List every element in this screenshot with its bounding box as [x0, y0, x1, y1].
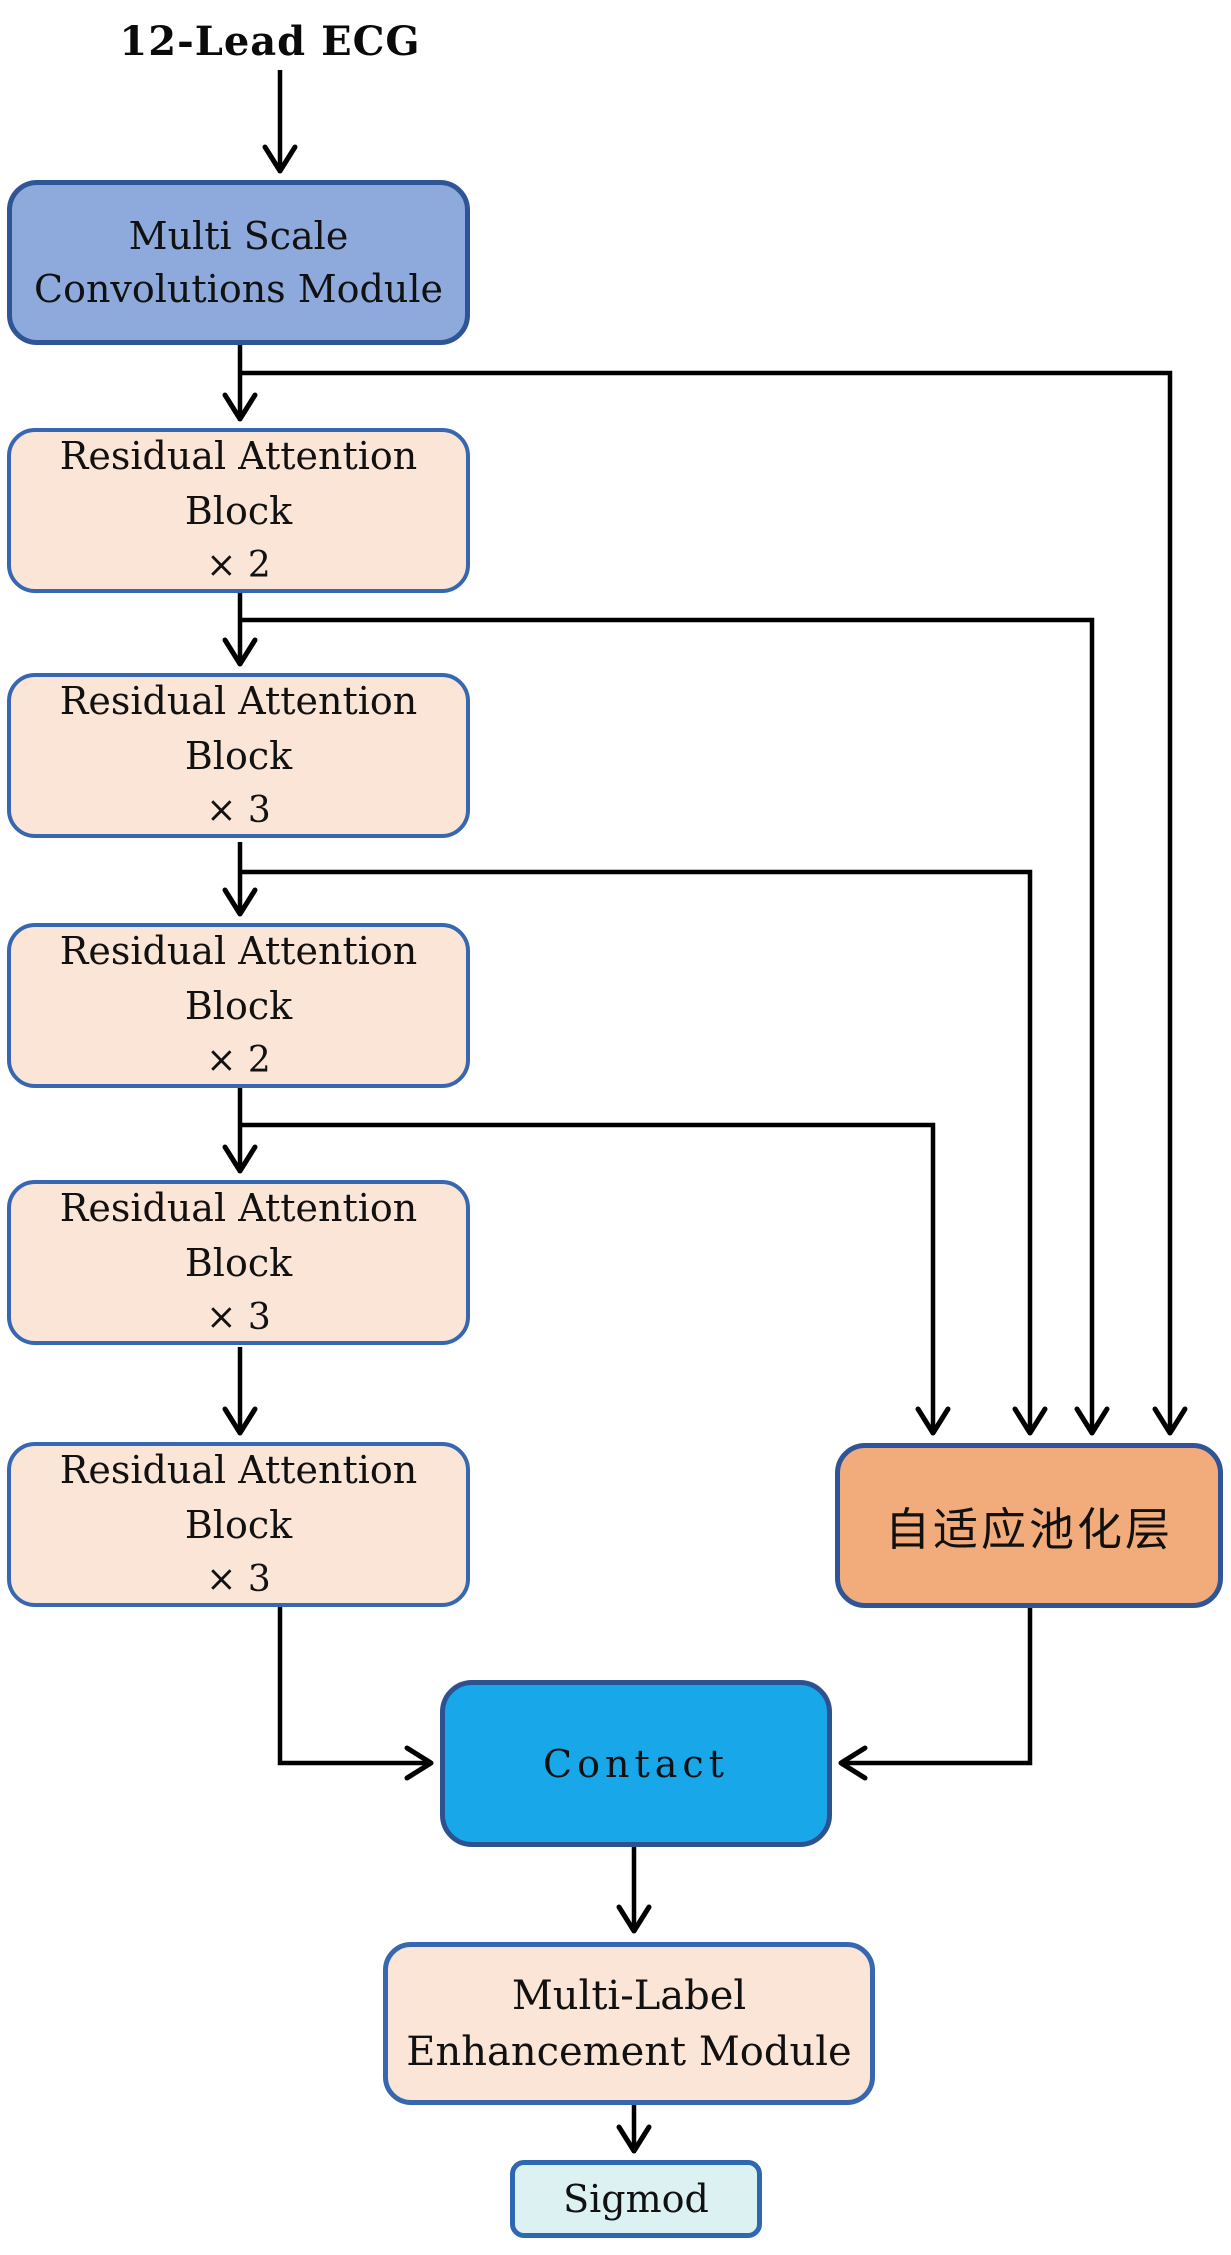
residual-attention-block-2-multiplier: × 3 [206, 789, 271, 831]
residual-attention-block-3-node: Residual Attention Block × 2 [7, 923, 470, 1088]
multi-label-enhancement-module-node: Multi-Label Enhancement Module [383, 1942, 875, 2105]
adaptive-pooling-layer-node: 自适应池化层 [835, 1443, 1223, 1608]
residual-attention-block-2-title: Residual Attention Block [59, 679, 418, 779]
residual-attention-block-4-multiplier: × 3 [206, 1296, 271, 1338]
multi-label-module-label-line1: Multi-Label [511, 1972, 747, 2019]
residual-attention-block-5-node: Residual Attention Block × 3 [7, 1442, 470, 1607]
skip-rab2-to-pooling [240, 869, 1048, 1436]
residual-attention-block-3-multiplier: × 2 [206, 1039, 271, 1081]
arrow-pooling-to-contact [838, 1606, 1033, 1781]
adaptive-pooling-layer-label: 自适应池化层 [884, 1503, 1173, 1556]
multi-scale-convolutions-module-node: Multi Scale Convolutions Module [7, 180, 470, 345]
skip-rab1-to-pooling [240, 617, 1110, 1436]
skip-rab3-to-pooling [240, 1122, 951, 1436]
skip-multiscale-to-pooling [240, 370, 1188, 1436]
residual-attention-block-4-node: Residual Attention Block × 3 [7, 1180, 470, 1345]
multi-scale-module-label-line2: Convolutions Module [34, 266, 443, 311]
residual-attention-block-2-node: Residual Attention Block × 3 [7, 673, 470, 838]
contact-node: Contact [440, 1680, 832, 1847]
arrow-rab5-to-contact [277, 1605, 434, 1781]
sigmod-node: Sigmod [510, 2160, 762, 2238]
multi-scale-module-label-line1: Multi Scale [128, 214, 349, 259]
residual-attention-block-3-title: Residual Attention Block [59, 929, 418, 1029]
residual-attention-block-1-multiplier: × 2 [206, 544, 271, 586]
residual-attention-block-5-multiplier: × 3 [206, 1558, 271, 1600]
residual-attention-block-4-title: Residual Attention Block [59, 1186, 418, 1286]
residual-attention-block-1-title: Residual Attention Block [59, 434, 418, 534]
contact-label: Contact [543, 1741, 729, 1786]
residual-attention-block-1-node: Residual Attention Block × 2 [7, 428, 470, 593]
multi-label-module-label-line2: Enhancement Module [406, 2028, 852, 2075]
input-label: 12-Lead ECG [119, 18, 421, 65]
sigmod-label: Sigmod [563, 2177, 709, 2221]
residual-attention-block-5-title: Residual Attention Block [59, 1448, 418, 1548]
